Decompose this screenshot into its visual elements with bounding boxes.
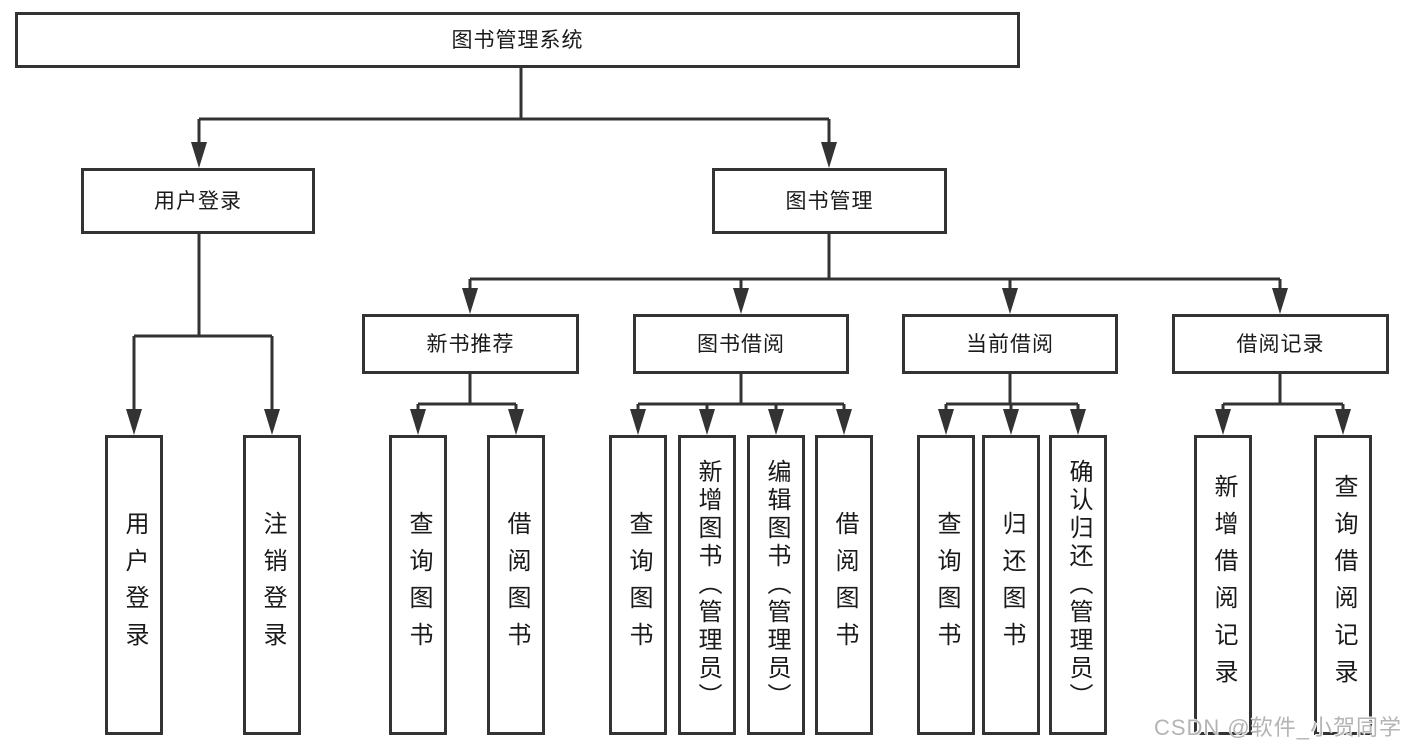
leaf-records-add-borrow-record: 新增借阅记录 bbox=[1194, 435, 1252, 735]
node-label: 查询图书 bbox=[625, 511, 652, 659]
csdn-watermark: CSDN @软件_小贺同学 bbox=[1153, 715, 1402, 740]
leaf-user-login: 用户登录 bbox=[105, 435, 163, 735]
leaf-current-return-books: 归还图书 bbox=[982, 435, 1040, 735]
connector-borrow-records-to-leaves bbox=[1215, 374, 1351, 435]
node-label: 用户登录 bbox=[121, 511, 148, 659]
node-label: 归还图书 bbox=[998, 511, 1025, 659]
node-label: 查询借阅记录 bbox=[1330, 474, 1357, 696]
node-label: 图书管理 bbox=[785, 189, 874, 213]
leaf-records-query-borrow-record: 查询借阅记录 bbox=[1314, 435, 1372, 735]
node-label: 用户登录 bbox=[154, 189, 242, 213]
leaf-borrow-add-books-admin: 新增图书（管理员） bbox=[678, 435, 736, 735]
node-label: 编辑图书（管理员） bbox=[763, 459, 790, 711]
connector-user-login-to-leaves bbox=[126, 234, 280, 435]
connector-current-borrow-to-leaves bbox=[938, 374, 1086, 435]
node-label: 注销登录 bbox=[259, 511, 286, 659]
node-label: 确认归还（管理员） bbox=[1065, 459, 1092, 711]
node-label: 图书借阅 bbox=[697, 332, 785, 356]
leaf-recommend-borrow-books: 借阅图书 bbox=[487, 435, 545, 735]
node-new-book-recommendation: 新书推荐 bbox=[362, 314, 579, 374]
connector-root-to-level1 bbox=[191, 68, 837, 168]
leaf-current-confirm-return-admin: 确认归还（管理员） bbox=[1049, 435, 1107, 735]
node-book-management: 图书管理 bbox=[712, 168, 947, 234]
connector-new-book-to-leaves bbox=[410, 374, 524, 435]
node-label: 借阅记录 bbox=[1236, 332, 1325, 356]
connector-book-borrow-to-leaves bbox=[630, 374, 852, 435]
leaf-recommend-query-books: 查询图书 bbox=[389, 435, 447, 735]
node-label: 借阅图书 bbox=[503, 511, 530, 659]
node-label: 新增图书（管理员） bbox=[694, 459, 721, 711]
leaf-borrow-borrow-books: 借阅图书 bbox=[815, 435, 873, 735]
leaf-borrow-query-books: 查询图书 bbox=[609, 435, 667, 735]
node-label: 查询图书 bbox=[933, 511, 960, 659]
leaf-logout: 注销登录 bbox=[243, 435, 301, 735]
node-current-borrowing: 当前借阅 bbox=[902, 314, 1118, 374]
node-user-login: 用户登录 bbox=[81, 168, 315, 234]
node-library-management-system: 图书管理系统 bbox=[15, 12, 1020, 68]
connector-book-management-to-level2 bbox=[462, 234, 1288, 314]
leaf-borrow-edit-books-admin: 编辑图书（管理员） bbox=[747, 435, 805, 735]
node-borrowing-records: 借阅记录 bbox=[1172, 314, 1389, 374]
node-label: 新书推荐 bbox=[426, 332, 515, 356]
leaf-current-query-books: 查询图书 bbox=[917, 435, 975, 735]
node-label: 借阅图书 bbox=[831, 511, 858, 659]
node-book-borrowing: 图书借阅 bbox=[633, 314, 849, 374]
node-label: 当前借阅 bbox=[966, 332, 1054, 356]
node-label: 查询图书 bbox=[405, 511, 432, 659]
node-label: 新增借阅记录 bbox=[1210, 474, 1237, 696]
node-label: 图书管理系统 bbox=[451, 28, 584, 52]
